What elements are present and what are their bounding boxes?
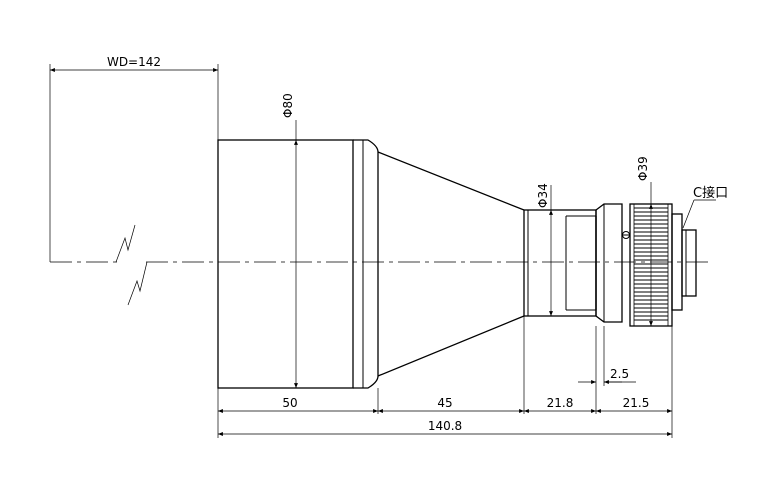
rear-section bbox=[595, 203, 630, 323]
flange-offset-dimension: 2.5 bbox=[578, 326, 636, 414]
mount-label: C接口 bbox=[693, 185, 728, 201]
len-cone-label: 45 bbox=[437, 396, 452, 410]
knurled-ring: Φ39 bbox=[629, 156, 673, 327]
length-dimensions: 50 45 21.8 21.5 140.8 bbox=[217, 316, 673, 438]
front-barrel: Φ80 bbox=[217, 93, 379, 389]
dia-rear-label: Φ39 bbox=[636, 156, 650, 181]
middle-barrel: Φ34 bbox=[523, 183, 597, 317]
axis-break-symbol bbox=[115, 224, 148, 306]
cone-section bbox=[377, 151, 525, 377]
len-front-label: 50 bbox=[282, 396, 297, 410]
wd-label: WD=142 bbox=[107, 55, 161, 69]
flange-offset-label: 2.5 bbox=[610, 367, 629, 381]
dia-front-label: Φ80 bbox=[281, 93, 295, 118]
dia-mid-label: Φ34 bbox=[536, 183, 550, 208]
wd-dimension: WD=142 bbox=[49, 55, 219, 262]
len-barrel-label: 21.8 bbox=[547, 396, 574, 410]
len-total-label: 140.8 bbox=[428, 419, 462, 433]
len-rear-label: 21.5 bbox=[623, 396, 650, 410]
c-mount: C接口 bbox=[671, 185, 728, 311]
